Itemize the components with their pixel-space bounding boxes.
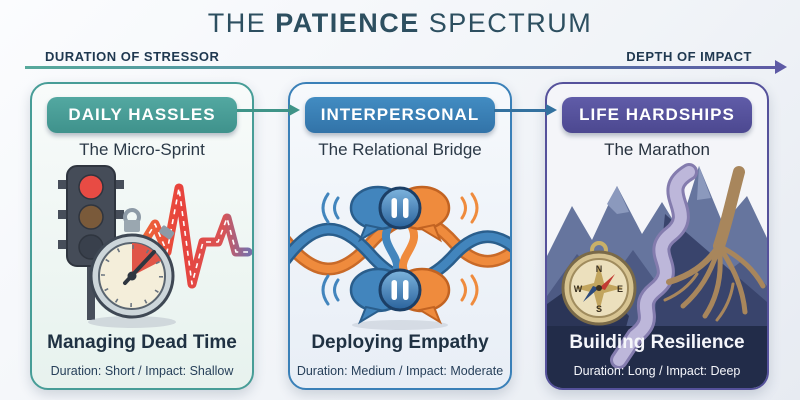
card-interpersonal: INTERPERSONAL The Relational Bridge <box>288 82 512 390</box>
spectrum-axis-arrowhead-icon <box>775 60 787 74</box>
card-subtitle: The Marathon <box>604 140 710 159</box>
card-subtitle: The Relational Bridge <box>318 140 482 159</box>
card-header-badge: INTERPERSONAL <box>305 97 495 133</box>
micro-sprint-illustration <box>58 165 252 328</box>
card-daily-hassles: DAILY HASSLES The Micro-Sprint <box>30 82 254 390</box>
spectrum-axis-line <box>25 66 777 69</box>
axis-label-impact: DEPTH OF IMPACT <box>626 49 752 64</box>
traffic-light-icon <box>58 165 124 320</box>
connector-arrowhead-icon <box>289 104 300 116</box>
tree-roots-icon <box>663 166 766 322</box>
speech-bubbles-pause-icon <box>321 267 479 325</box>
connector-arrowhead-icon <box>546 104 557 116</box>
relational-bridge-illustration <box>290 185 510 330</box>
page-title: THE PATIENCE SPECTRUM <box>207 8 593 38</box>
axis-label-duration: DURATION OF STRESSOR <box>45 49 220 64</box>
heartbeat-road-icon <box>119 183 252 289</box>
marathon-illustration: N E S W <box>547 163 767 388</box>
winding-path-icon <box>610 163 698 369</box>
card-skill-title: Building Resilience <box>569 332 745 353</box>
connector-line <box>237 109 289 112</box>
stopwatch-icon <box>88 208 176 328</box>
svg-text:W: W <box>574 284 583 294</box>
card-skill-title: Deploying Empathy <box>311 332 489 353</box>
card-skill-title: Managing Dead Time <box>47 332 237 353</box>
svg-text:N: N <box>596 264 603 274</box>
card-meta: Duration: Medium / Impact: Moderate <box>296 364 504 378</box>
svg-text:E: E <box>617 284 623 294</box>
card-life-hardships: LIFE HARDSHIPS The Marathon <box>545 82 769 390</box>
connector-arrow-2 <box>494 104 557 116</box>
speech-bubbles-pause-icon <box>321 185 479 243</box>
connector-line <box>494 109 546 112</box>
card-meta: Duration: Short / Impact: Shallow <box>50 364 234 378</box>
svg-text:S: S <box>596 304 602 314</box>
card-header-badge: LIFE HARDSHIPS <box>562 97 752 133</box>
card-meta: Duration: Long / Impact: Deep <box>573 364 741 378</box>
connector-arrow-1 <box>237 104 300 116</box>
card-header-badge: DAILY HASSLES <box>47 97 237 133</box>
card-subtitle: The Micro-Sprint <box>79 140 205 159</box>
compass-icon: N E S W <box>561 241 637 326</box>
